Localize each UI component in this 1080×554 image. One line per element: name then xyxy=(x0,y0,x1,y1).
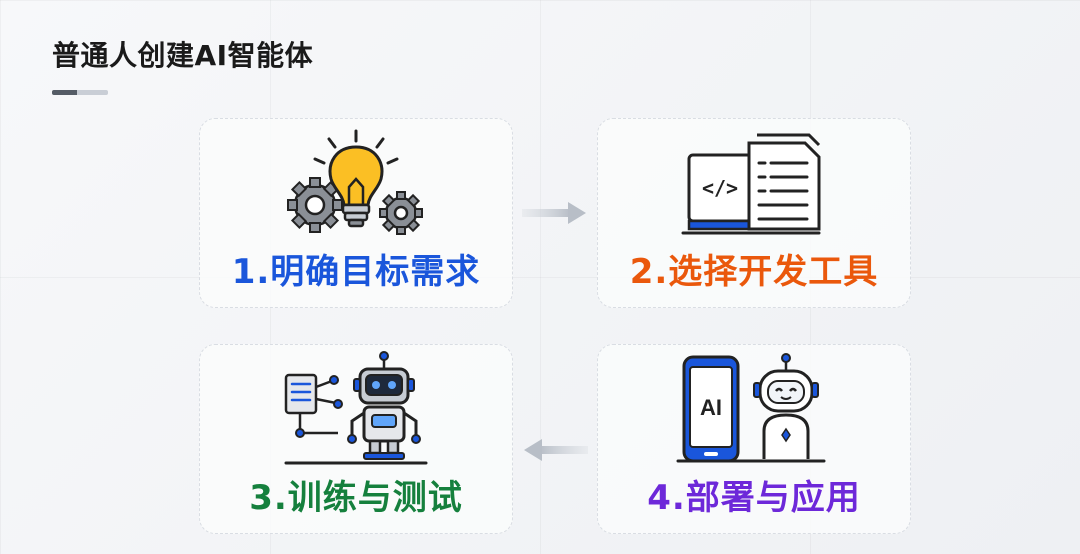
step-card-2: </> 2.选择开发工具 xyxy=(597,118,911,308)
arrow-right-icon xyxy=(522,202,586,224)
phone-ai-robot-icon: AI xyxy=(598,351,910,471)
robot-training-icon xyxy=(200,351,512,471)
title-underline xyxy=(52,90,108,95)
step-label-1: 1.明确目标需求 xyxy=(231,252,481,292)
step-card-3: 3.训练与测试 xyxy=(199,344,513,534)
arrow-left-icon xyxy=(524,439,588,461)
code-glyph: </> xyxy=(702,176,738,200)
step-label-4: 4.部署与应用 xyxy=(647,478,861,518)
step-card-1: 1.明确目标需求 xyxy=(199,118,513,308)
step-label-3: 3.训练与测试 xyxy=(249,478,463,518)
phone-screen-text: AI xyxy=(700,395,722,420)
lightbulb-gears-icon xyxy=(200,125,512,245)
page-title: 普通人创建AI智能体 xyxy=(52,39,314,72)
step-card-4: AI 4.部署与应用 xyxy=(597,344,911,534)
code-document-icon: </> xyxy=(598,125,910,245)
step-label-2: 2.选择开发工具 xyxy=(629,252,879,292)
